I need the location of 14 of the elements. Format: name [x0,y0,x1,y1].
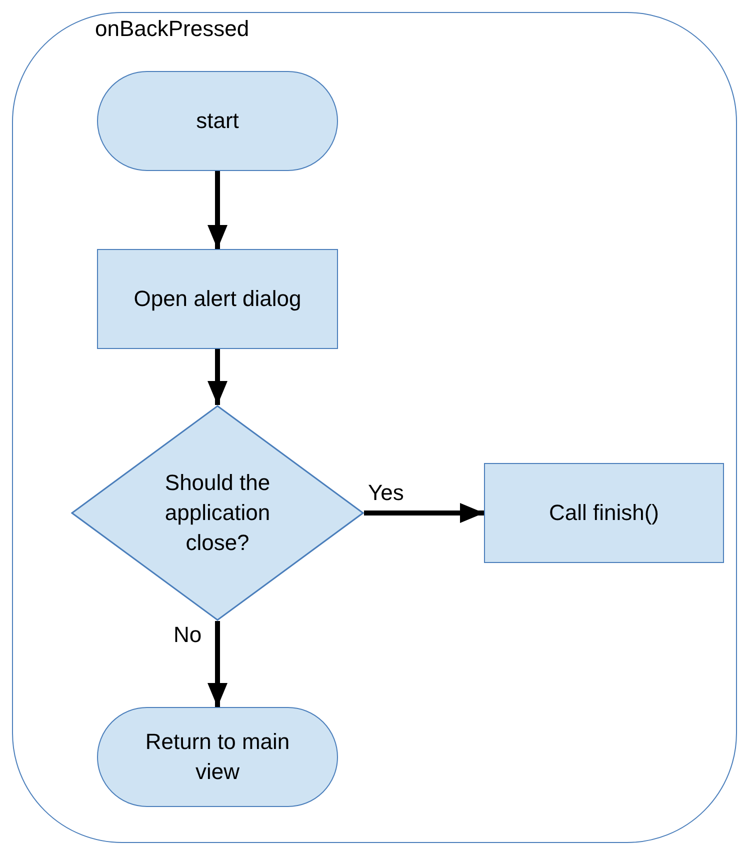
node-label: Return to main view [144,728,291,786]
node-label: Should the application close? [164,469,272,557]
process-box [97,249,338,349]
node-label: start [195,107,240,135]
group-frame [12,12,737,843]
arrow [208,171,228,249]
arrow [208,621,228,707]
frame-title: onBackPressed [95,16,250,42]
arrow [364,503,484,523]
process-box [484,463,724,563]
arrow [208,349,228,405]
node-label: Open alert dialog [132,285,302,313]
node-label: Call finish() [548,499,660,527]
decision-diamond [71,405,364,621]
